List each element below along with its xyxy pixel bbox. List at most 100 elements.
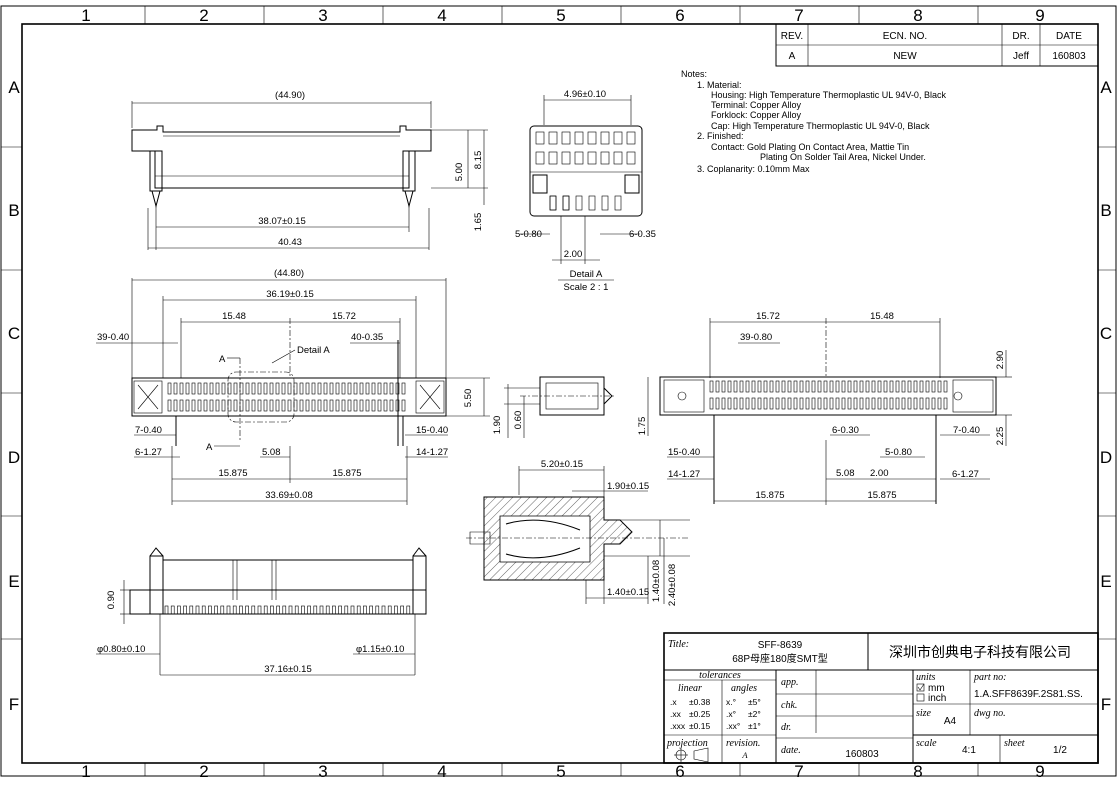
front-tooth [170, 605, 175, 615]
rear-pin-top [745, 380, 750, 393]
dim-plan-width: (44.80) [274, 268, 304, 279]
tol-ang-1-val: ±5° [748, 697, 761, 707]
rear-pin-top [877, 380, 882, 393]
dim-rear-1548: 15.48 [870, 311, 894, 322]
dim-plan-pins-right: 40-0.35 [351, 332, 383, 343]
plan-pin-bottom [209, 399, 214, 412]
plan-pin-bottom [275, 399, 280, 412]
plan-pin-bottom [359, 399, 364, 412]
dim-rear-15875-a: 15.875 [755, 490, 784, 501]
rear-pin-top [943, 380, 948, 393]
front-tooth [387, 605, 392, 615]
plan-pin-top [389, 382, 394, 395]
section-view: 5.20±0.15 1.90±0.15 1.40±0.15 1.40±0.08 … [466, 459, 690, 606]
dim-rear-15875-b: 15.875 [867, 490, 896, 501]
sheet-value: 1/2 [1053, 745, 1067, 756]
front-tooth [270, 605, 274, 615]
projection-icon [674, 747, 709, 763]
detail-pin-row-1 [561, 131, 571, 145]
rear-pin-top [919, 380, 924, 393]
dim-rear-225: 2.25 [995, 427, 1006, 446]
rear-pin-bottom [937, 397, 942, 410]
detail-pin-row-1 [535, 131, 545, 145]
rear-pin-top [787, 380, 792, 393]
plan-pin-top [245, 382, 250, 395]
front-tooth [263, 605, 268, 615]
plan-pin-top [323, 382, 328, 395]
plan-pin-bottom [179, 399, 184, 412]
rear-pin-top [853, 380, 858, 393]
tol-lin-3-key: .xxx [670, 721, 686, 731]
plan-pin-top [221, 382, 226, 395]
plan-pin-bottom [191, 399, 196, 412]
detail-pin-row-2 [613, 151, 623, 165]
detail-a-view: 4.96±0.10 5-0.80 6-0.35 2.00 Detail A Sc… [515, 89, 656, 293]
rear-pin-bottom [943, 397, 948, 410]
rear-pin-top [907, 380, 912, 393]
plan-pin-top [371, 382, 376, 395]
zone-row-left-f: F [9, 695, 19, 714]
detail-pin-row-1 [587, 131, 597, 145]
front-tooth [257, 605, 262, 615]
plan-pin-top [263, 382, 268, 395]
plan-pin-bottom [389, 399, 394, 412]
plan-pin-bottom [227, 399, 232, 412]
front-tooth [288, 605, 293, 615]
plan-pin-top [311, 382, 316, 395]
note-line-2: Housing: High Temperature Thermoplastic … [711, 90, 946, 100]
plan-pin-bottom [203, 399, 208, 412]
dim-rear-39: 39-0.80 [740, 332, 772, 343]
app-label: app. [781, 677, 799, 688]
date-header: DATE [1056, 31, 1082, 42]
front-tooth [251, 605, 256, 615]
plan-pin-top [167, 382, 172, 395]
rear-pin-top [871, 380, 876, 393]
plan-pin-top [179, 382, 184, 395]
zone-col-bottom-1: 1 [81, 762, 90, 781]
zone-col-bottom-2: 2 [199, 762, 208, 781]
rear-pin-bottom [733, 397, 738, 410]
rear-pin-bottom [925, 397, 930, 410]
plan-pin-top [257, 382, 262, 395]
front-tooth [201, 605, 206, 615]
plan-pin-bottom [371, 399, 376, 412]
plan-pin-top [353, 382, 358, 395]
plan-pin-bottom [347, 399, 352, 412]
plan-pin-bottom [173, 399, 178, 412]
dim-side-175: 1.75 [637, 417, 648, 436]
front-tooth [356, 605, 361, 615]
plan-pin-top [335, 382, 340, 395]
dim-plan-15875-a: 15.875 [218, 468, 247, 479]
plan-pin-bottom [305, 399, 310, 412]
dim-top-h2: 8.15 [473, 151, 484, 170]
detail-pin-row-2 [626, 151, 636, 165]
rear-pin-bottom [931, 397, 936, 410]
rear-pin-top [925, 380, 930, 393]
dim-plan-right: 15.72 [332, 311, 356, 322]
title-label: Title: [668, 639, 689, 650]
dim-plan-15875-b: 15.875 [332, 468, 361, 479]
plan-pin-bottom [233, 399, 238, 412]
rear-pin-top [811, 380, 816, 393]
zone-col-bottom-4: 4 [437, 762, 446, 781]
front-tooth [239, 605, 243, 615]
inch-checkbox [916, 693, 925, 702]
rear-pin-top [739, 380, 744, 393]
plan-pin-bottom [257, 399, 262, 412]
front-tooth [276, 605, 280, 615]
rear-pin-top [751, 380, 756, 393]
scale-label: scale [916, 738, 937, 749]
plan-pin-bottom [299, 399, 304, 412]
rear-pin-bottom [799, 397, 804, 410]
plan-pin-top [173, 382, 178, 395]
dim-plan-7: 7-0.40 [135, 425, 162, 436]
revision-label: revision. [726, 738, 760, 749]
rear-pin-top [835, 380, 840, 393]
front-tooth [301, 605, 305, 615]
rear-pin-bottom [793, 397, 798, 410]
zone-col-bottom-8: 8 [913, 762, 922, 781]
rear-pin-bottom [841, 397, 846, 410]
rear-pin-top [799, 380, 804, 393]
plan-pin-bottom [329, 399, 334, 412]
rear-pin-top [757, 380, 762, 393]
